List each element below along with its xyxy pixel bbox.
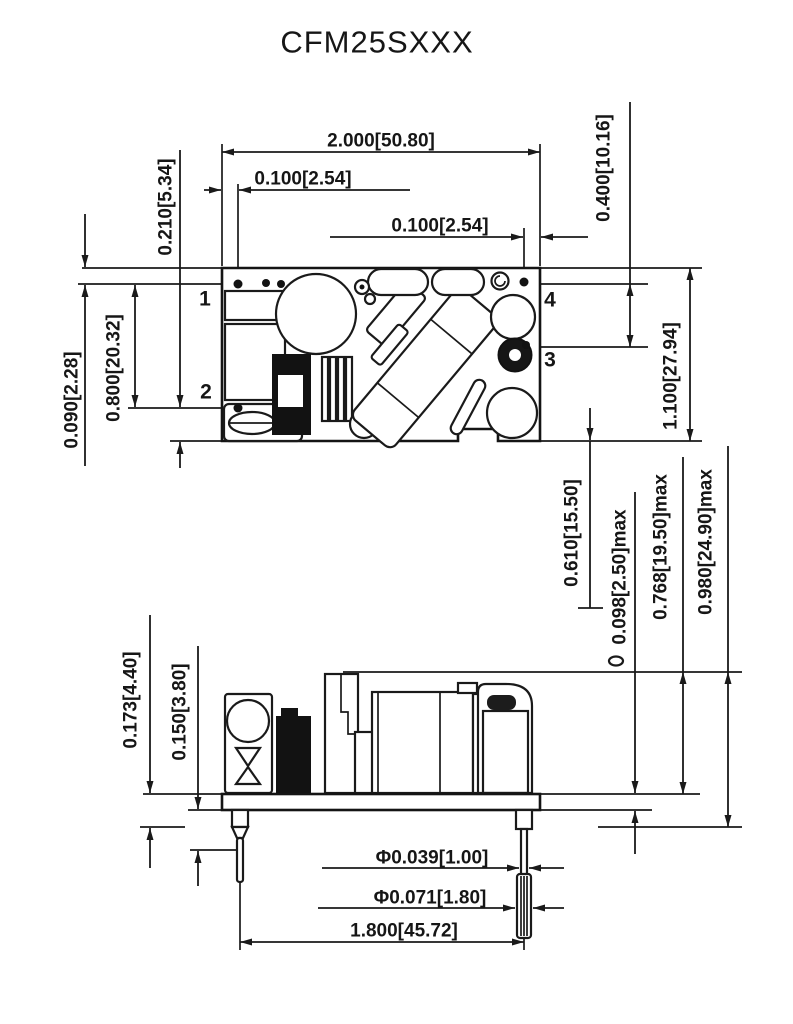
dim-pin4-to-pin3-label: 0.400[10.16] <box>594 114 615 222</box>
transformer <box>351 287 499 449</box>
side-ic-nub <box>281 708 298 717</box>
dim-pin-diameter-small-label: Φ0.039[1.00] <box>376 848 489 869</box>
dim-pin-col-right: 0.100[2.54] <box>330 216 588 241</box>
dim-standoff-height-label: 0.173[4.40] <box>121 651 142 748</box>
side-hourglass-bottom <box>233 765 263 786</box>
dim-pin-span-label: 1.800[45.72] <box>350 921 458 942</box>
dim-pin-span: 1.800[45.72] <box>240 921 524 946</box>
pin-4-pad <box>519 277 529 287</box>
pcb-side-profile <box>220 792 542 812</box>
dim-component-height-mid: 0.610[15.50] <box>562 408 603 609</box>
dim-pin-diameter-large: Φ0.071[1.80] <box>318 888 564 912</box>
dim-pin4-to-pin3: 0.400[10.16] <box>594 102 634 347</box>
dim-pin2-to-bottom-edge: 0.210[5.34] <box>156 150 184 468</box>
heatsink-fins <box>320 355 354 423</box>
output-capacitor-lying-1 <box>366 267 430 297</box>
output-capacitor-top <box>489 293 537 341</box>
diode-component <box>449 378 487 436</box>
side-cap-crimp <box>487 695 516 710</box>
dim-top-edge-to-pin1-label: 0.090[2.28] <box>62 351 83 448</box>
side-input-cap <box>225 698 271 744</box>
dim-pin-shoulder-length-label: 0.150[3.80] <box>170 663 191 760</box>
dim-pin-diameter-small: Φ0.039[1.00] <box>322 848 564 872</box>
dim-top-edge-to-pin1: 0.090[2.28] <box>62 214 89 466</box>
dim-overall-height-max: 0.980[24.90]max <box>696 446 732 827</box>
left-pin <box>230 808 250 884</box>
dim-pin-col-left: 0.100[2.54] <box>204 169 410 194</box>
pin-pads <box>233 277 530 413</box>
pin-2-label: 2 <box>200 381 212 404</box>
small-part-1-lead <box>359 284 365 290</box>
pcb-components <box>222 267 539 449</box>
side-ic-black <box>276 716 311 793</box>
mount-dot-2 <box>277 280 285 288</box>
dim-pcb-thickness-label: 0.098[2.50]max <box>610 509 631 645</box>
pin-3-pad <box>522 341 530 349</box>
dim-board-width-label: 2.000[50.80] <box>327 131 435 152</box>
output-capacitor-bottom <box>485 386 539 440</box>
dim-overall-height-max-label: 0.980[24.90]max <box>696 469 717 615</box>
pin-3-label: 3 <box>544 349 556 372</box>
side-step-profile <box>340 674 358 735</box>
dim-board-height: 1.100[27.94] <box>661 268 694 441</box>
dim-component-height-max-label: 0.768[19.50]max <box>651 474 672 620</box>
top-view: 2.000[50.80] 0.100[2.54] 0.100[2.54] 0.4… <box>62 102 702 468</box>
coil-spiral <box>490 271 510 291</box>
side-view-extension-lines <box>140 671 742 950</box>
transformer-bracket <box>370 323 409 366</box>
output-capacitor-lying-2 <box>430 267 486 297</box>
datum-balloon <box>607 655 625 667</box>
mount-dot-1 <box>262 279 270 287</box>
pin-1-label: 1 <box>199 288 211 311</box>
side-transformer-block <box>370 690 475 795</box>
dim-pin1-to-pin2: 0.800[20.32] <box>104 285 139 422</box>
dim-pin-col-right-label: 0.100[2.54] <box>391 216 488 237</box>
dim-board-width: 2.000[50.80] <box>222 131 540 156</box>
dim-pin2-to-bottom-edge-label: 0.210[5.34] <box>156 158 177 255</box>
drawing-title: CFM25SXXX <box>280 25 473 60</box>
pin-1-pad <box>233 279 243 289</box>
dim-pin-col-left-label: 0.100[2.54] <box>254 169 351 190</box>
small-part-2 <box>363 292 377 306</box>
side-view-components <box>223 655 625 795</box>
dim-component-height-max: 0.768[19.50]max <box>651 457 687 794</box>
dim-pin1-to-pin2-label: 0.800[20.32] <box>104 314 125 422</box>
dim-board-height-label: 1.100[27.94] <box>661 322 682 430</box>
pin-4-label: 4 <box>544 289 556 312</box>
ic-window <box>278 375 303 407</box>
dim-pcb-thickness: 0.098[2.50]max <box>610 492 639 854</box>
right-pin <box>514 808 534 940</box>
dim-component-height-mid-label: 0.610[15.50] <box>562 479 583 587</box>
side-cap-nub <box>456 681 479 695</box>
pin-2-pad <box>233 403 243 413</box>
bulk-capacitor <box>274 272 358 356</box>
dim-pin-diameter-large-label: Φ0.071[1.80] <box>374 888 487 909</box>
toroid-hole <box>509 349 521 361</box>
side-view: 0.173[4.40] 0.150[3.80] 0.610[15.50] 0.0… <box>121 408 742 950</box>
side-hourglass-top <box>233 746 263 768</box>
dim-pin-shoulder-length: 0.150[3.80] <box>170 646 202 886</box>
dim-standoff-height: 0.173[4.40] <box>121 615 154 868</box>
